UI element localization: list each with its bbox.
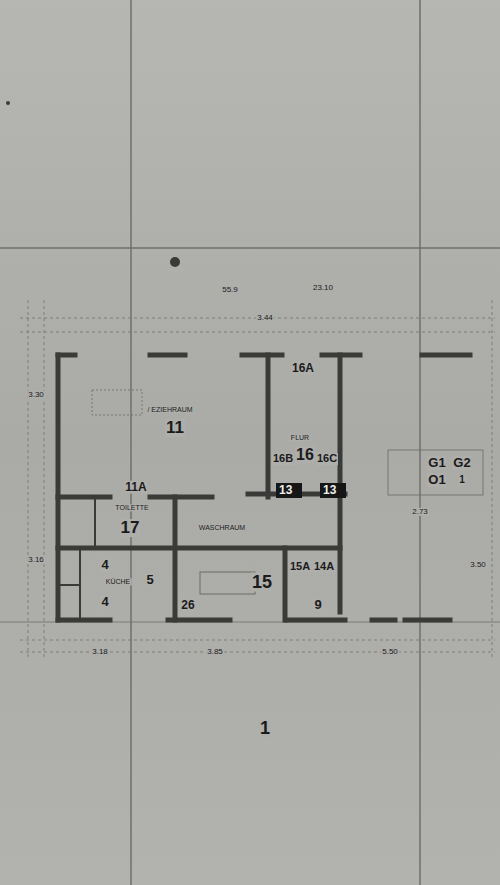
walls — [58, 355, 470, 620]
room-number: 5 — [145, 573, 154, 587]
room-number: 16 — [295, 447, 315, 464]
room-number-box: 13 — [276, 483, 302, 498]
survey-marks — [6, 101, 180, 267]
plan-note: 3.18 — [91, 648, 109, 656]
room-number: 1 — [259, 719, 271, 738]
plan-note: WASCHRAUM — [198, 524, 246, 531]
plan-note: 3.16 — [27, 556, 45, 564]
plan-note: 23.10 — [312, 284, 334, 292]
room-number: 14A — [313, 561, 335, 573]
room-number: 4 — [100, 558, 109, 572]
plan-note: KÜCHE — [105, 578, 132, 585]
room-number: 4 — [100, 595, 109, 609]
room-number: G2 — [452, 456, 471, 470]
room-number: 11A — [124, 481, 147, 494]
plan-note: 55.9 — [221, 286, 239, 294]
plan-note: 2.73 — [411, 508, 429, 516]
room-number: 16B — [272, 453, 294, 465]
plan-note: FLUR — [290, 434, 310, 441]
room-number: 15A — [289, 561, 311, 573]
room-number: 16C — [316, 453, 338, 465]
room-number: G1 — [427, 456, 446, 470]
plan-note: 3.50 — [469, 561, 487, 569]
plan-note: TOILETTE — [114, 504, 149, 511]
room-number-box: 13 — [320, 483, 346, 498]
room-number: 26 — [180, 599, 195, 612]
plan-note: 3.44 — [256, 314, 274, 322]
room-number: 11 — [165, 419, 185, 437]
room-number: 16A — [291, 362, 315, 375]
plan-note: 3.30 — [27, 391, 45, 399]
interior-details — [58, 390, 483, 620]
room-number: 17 — [120, 519, 141, 537]
room-number: 9 — [313, 598, 322, 612]
room-number: 13 — [279, 483, 292, 497]
room-number: 15 — [251, 573, 273, 592]
plan-note: / EZIEHRAUM — [146, 406, 193, 413]
dimension-lines — [20, 300, 495, 660]
room-number: 13 — [323, 483, 336, 497]
room-number: 1 — [458, 475, 466, 486]
plan-note: 3.85 — [206, 648, 224, 656]
plan-note: 5.50 — [381, 648, 399, 656]
room-number: O1 — [427, 473, 446, 487]
